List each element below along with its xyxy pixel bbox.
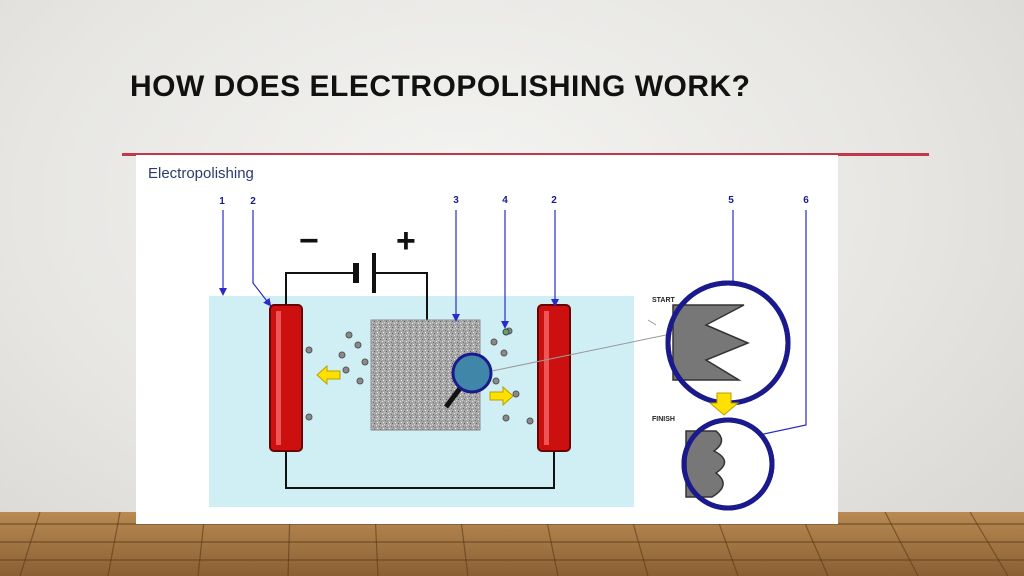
cathode-left <box>269 304 303 452</box>
flow-arrow-right <box>489 385 514 407</box>
electropolishing-diagram: Electropolishing − + <box>136 155 838 524</box>
slide-title: HOW DOES ELECTROPOLISHING WORK? <box>130 70 751 103</box>
leader-2-left <box>252 210 272 307</box>
finish-label: FINISH <box>652 416 675 423</box>
start-label: START <box>652 297 676 304</box>
cathode-right <box>537 304 571 452</box>
surface-finish-circle <box>681 417 775 511</box>
callout-1: 1 <box>219 196 225 207</box>
callout-3: 3 <box>453 195 459 206</box>
magnifier-icon <box>444 352 493 409</box>
callout-5: 5 <box>728 195 734 206</box>
title-underline <box>122 153 929 156</box>
callout-2-right: 2 <box>551 195 557 206</box>
circuit-wire <box>285 272 555 489</box>
battery-positive-label: + <box>396 222 416 260</box>
oxygen-bubble <box>502 328 510 336</box>
flow-arrow-left <box>316 364 341 386</box>
callout-4: 4 <box>502 195 508 206</box>
zoom-line <box>491 334 667 372</box>
callout-6: 6 <box>803 195 809 206</box>
flow-arrow-down <box>708 392 740 416</box>
battery-negative-label: − <box>299 222 319 260</box>
diagram-heading: Electropolishing <box>148 165 254 182</box>
battery-icon <box>353 253 376 293</box>
zoom-line-tick <box>647 319 657 326</box>
surface-start-circle <box>665 280 791 406</box>
callout-2-left: 2 <box>250 196 256 207</box>
